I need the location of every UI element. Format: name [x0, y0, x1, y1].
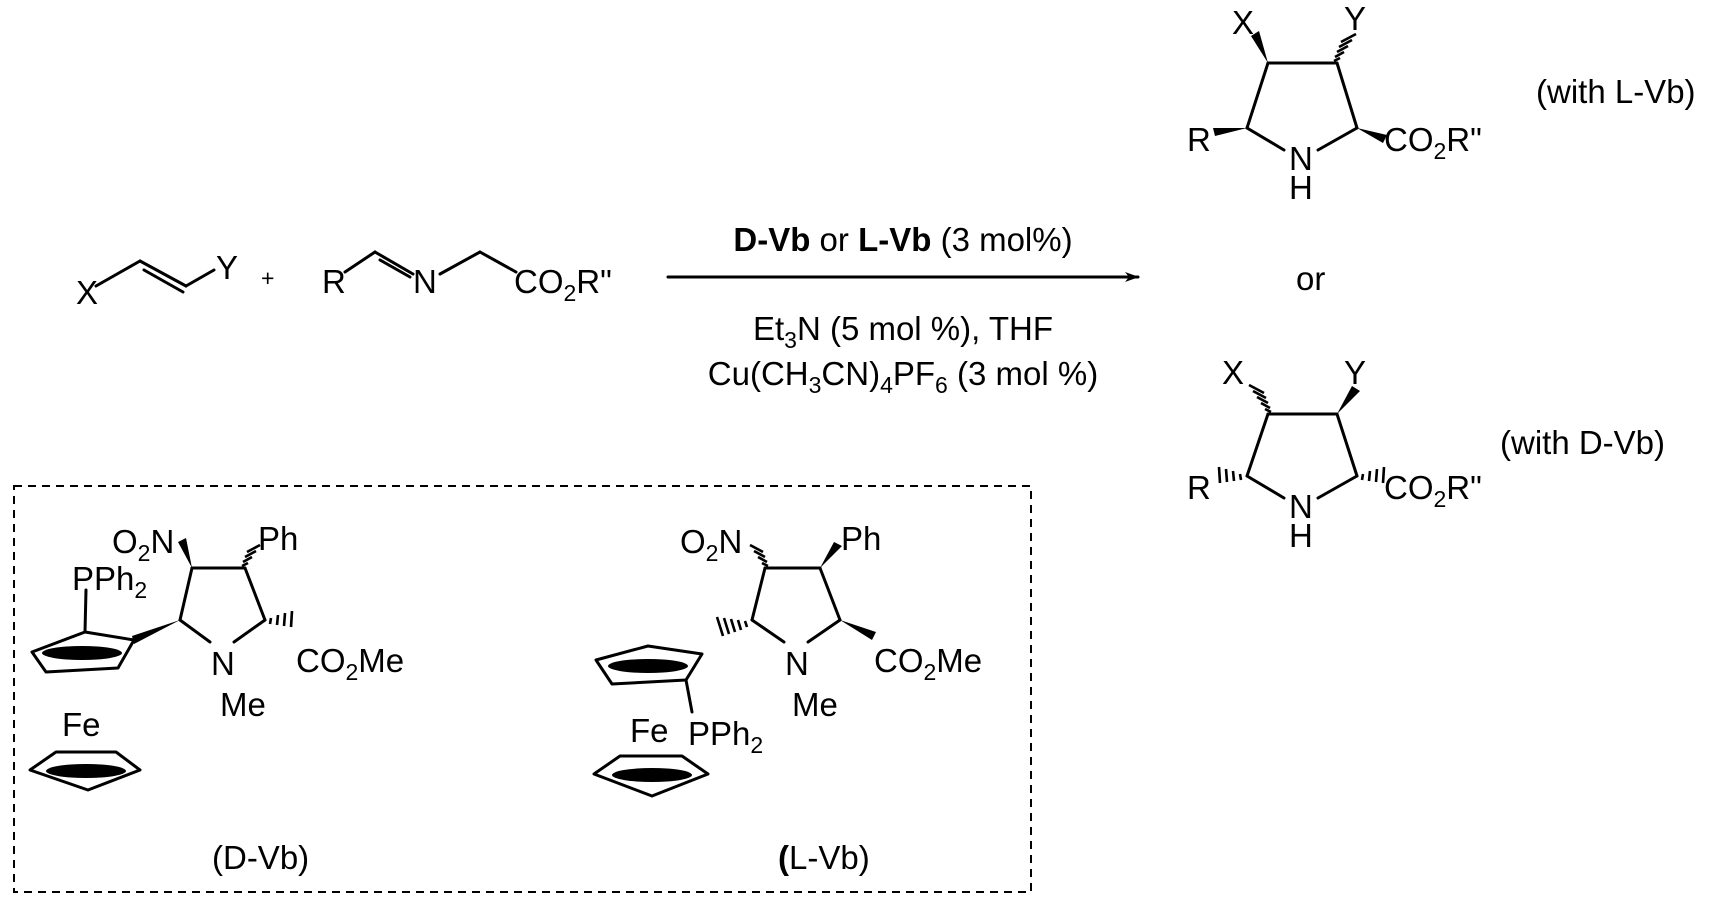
imine-r-label: R	[322, 263, 346, 300]
l-o2n-label: O2N	[680, 523, 742, 566]
top-r-label: R	[1187, 121, 1211, 158]
l-me-label: Me	[792, 686, 838, 723]
ligand-l-vb: O2N Ph PPh2 CO2Me N Me Fe (L-Vb)	[594, 520, 982, 876]
top-h-label: H	[1289, 169, 1313, 206]
d-fe-label: Fe	[62, 706, 101, 743]
bottom-h-label: H	[1289, 517, 1313, 554]
l-ester-label: CO2Me	[874, 642, 982, 685]
l-cp-hash	[717, 617, 747, 636]
imine-n-label: N	[413, 263, 437, 300]
bottom-ester-hash	[1362, 467, 1384, 483]
l-n-label: N	[785, 645, 809, 682]
reaction-arrow: D-Vb or L-Vb (3 mol%) Et3N (5 mol %), TH…	[668, 221, 1138, 398]
bottom-y-label: Y	[1344, 354, 1366, 391]
plus-sign: +	[261, 265, 274, 291]
product-top: X Y R N H CO2R" (with L-Vb)	[1187, 0, 1696, 206]
bottom-r-hash	[1219, 467, 1241, 483]
l-ph-label: Ph	[841, 520, 881, 557]
alkene-x-label: X	[76, 274, 98, 311]
top-y-label: Y	[1344, 0, 1366, 37]
d-ester-label: CO2Me	[296, 642, 404, 685]
d-ph-label: Ph	[258, 520, 298, 557]
d-caption: (D-Vb)	[212, 839, 309, 876]
l-fe-label: Fe	[630, 712, 669, 749]
alkene-y-label: Y	[216, 249, 238, 286]
bottom-x-hash	[1249, 385, 1271, 412]
bottom-x-label: X	[1222, 354, 1244, 391]
d-ester-hash	[270, 611, 292, 627]
bottom-condition-label: (with D-Vb)	[1500, 424, 1665, 461]
catalyst-label: D-Vb or L-Vb (3 mol%)	[733, 221, 1072, 258]
d-me-label: Me	[220, 686, 266, 723]
alkene-reactant: X Y +	[76, 249, 274, 311]
base-solvent-label: Et3N (5 mol %), THF	[753, 310, 1053, 353]
d-n-label: N	[211, 645, 235, 682]
product-bottom: X Y R N H CO2R" (with D-Vb)	[1187, 354, 1665, 554]
top-ester-label: CO2R"	[1384, 121, 1482, 164]
copper-salt-label: Cu(CH3CN)4PF6 (3 mol %)	[708, 355, 1098, 398]
or-label: or	[1296, 260, 1325, 297]
imine-reactant: R N CO2R"	[322, 252, 612, 306]
d-pph2-label: PPh2	[72, 560, 147, 603]
l-caption: (L-Vb)	[778, 839, 870, 876]
top-condition-label: (with L-Vb)	[1536, 73, 1696, 110]
top-x-label: X	[1232, 4, 1254, 41]
top-y-hash	[1334, 34, 1356, 61]
l-pph2-label: PPh2	[688, 715, 763, 758]
bottom-r-label: R	[1187, 469, 1211, 506]
bottom-ester-label: CO2R"	[1384, 469, 1482, 512]
imine-ester-label: CO2R"	[514, 263, 612, 306]
ligand-d-vb: O2N Ph PPh2 CO2Me N Me Fe (D-Vb)	[30, 520, 404, 876]
l-no2-hash	[750, 545, 768, 566]
